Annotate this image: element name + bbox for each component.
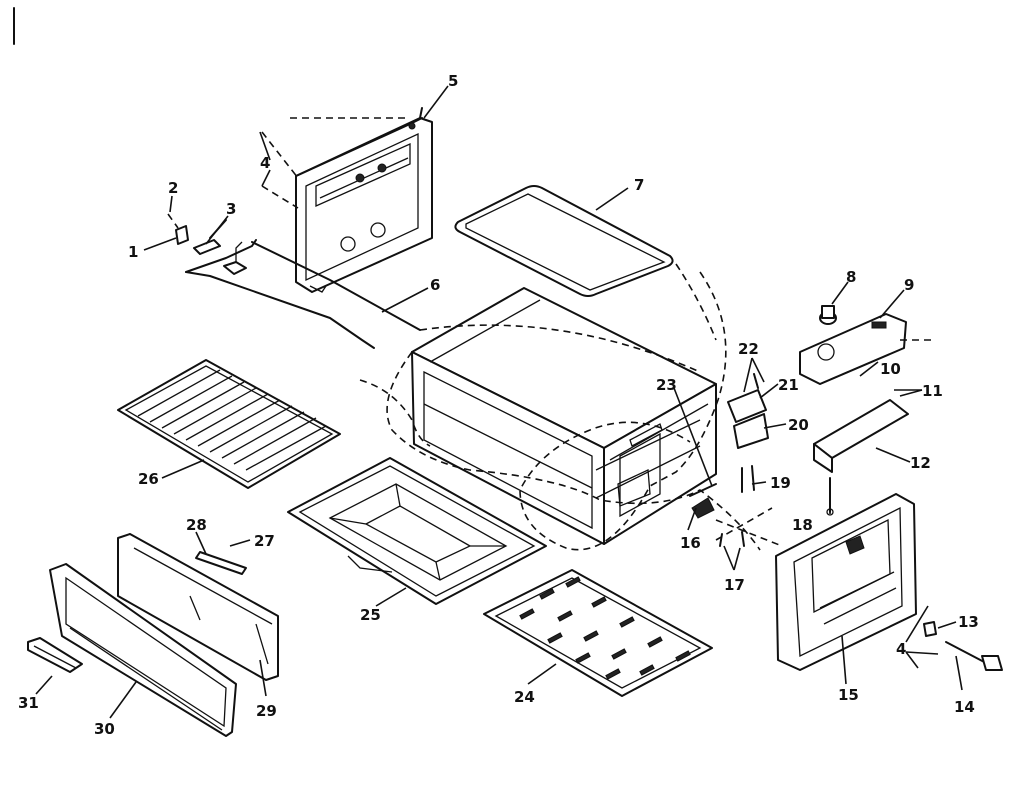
- part-door-glass: [117, 533, 279, 681]
- callout-1: 1: [128, 243, 138, 261]
- part-door-frame: [49, 563, 237, 737]
- callout-6: 6: [430, 276, 440, 294]
- part-knob-8: [819, 305, 837, 325]
- part-door-bracket-28: [195, 551, 247, 575]
- callout-5: 5: [448, 72, 458, 90]
- part-control-panel-15: [775, 493, 917, 671]
- callout-16: 16: [680, 534, 701, 552]
- callout-28: 28: [186, 516, 207, 534]
- callout-labels: 1 2 3 4 5 6 7 8 9 10 11 12 13 14 15 4 16…: [18, 72, 979, 738]
- callout-10: 10: [880, 360, 901, 378]
- part-bracket-12: [813, 399, 909, 473]
- callout-11: 11: [922, 382, 943, 400]
- callout-15: 15: [838, 686, 859, 704]
- callout-2: 2: [168, 179, 178, 197]
- part-broiler-pan: [287, 457, 547, 605]
- part-screws-17-19: [715, 465, 783, 547]
- part-cord-14: [945, 641, 1003, 671]
- callout-13: 13: [958, 613, 979, 631]
- assembly-outline-dashed: [386, 271, 761, 551]
- part-switch-20-21: [727, 373, 769, 449]
- callout-20: 20: [788, 416, 809, 434]
- callout-31: 31: [18, 694, 39, 712]
- callout-22: 22: [738, 340, 759, 358]
- part-bracket-1: [167, 213, 189, 245]
- callout-7: 7: [634, 176, 644, 194]
- part-control-housing-9: [799, 313, 936, 385]
- callout-23: 23: [656, 376, 677, 394]
- callout-24: 24: [514, 688, 535, 706]
- callout-27: 27: [254, 532, 275, 550]
- callout-25: 25: [360, 606, 381, 624]
- callout-19: 19: [770, 474, 791, 492]
- part-clip-13: [923, 621, 937, 637]
- callout-21: 21: [778, 376, 799, 394]
- callout-17: 17: [724, 576, 745, 594]
- part-rear-panel: [261, 107, 433, 293]
- callout-3: 3: [226, 200, 236, 218]
- part-top-panel: [454, 185, 674, 297]
- part-broiler-grid: [483, 569, 713, 697]
- leader-lines: [35, 85, 963, 719]
- callout-30: 30: [94, 720, 115, 738]
- callout-12: 12: [910, 454, 931, 472]
- callout-14: 14: [954, 698, 975, 716]
- callout-18: 18: [792, 516, 813, 534]
- callout-29: 29: [256, 702, 277, 720]
- callout-4b: 4: [896, 640, 906, 658]
- part-door-handle: [27, 637, 83, 673]
- callout-26: 26: [138, 470, 159, 488]
- part-broil-element: [185, 239, 421, 349]
- callout-4: 4: [260, 154, 270, 172]
- callout-8: 8: [846, 268, 856, 286]
- callout-9: 9: [904, 276, 914, 294]
- part-oven-rack: [117, 359, 341, 489]
